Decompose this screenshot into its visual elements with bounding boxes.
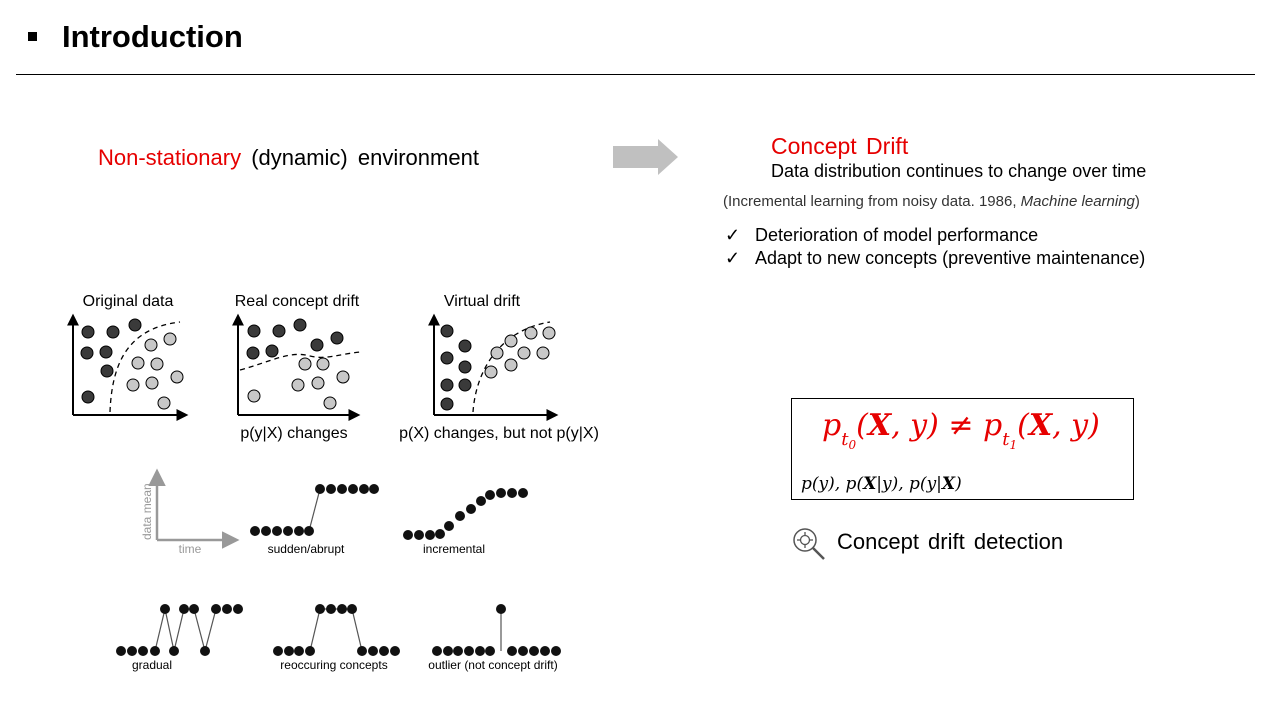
pattern-label: sudden/abrupt — [268, 542, 345, 556]
panel-original-points — [80, 318, 184, 410]
check-item: ✓ Adapt to new concepts (preventive maint… — [725, 246, 1145, 270]
reference-journal: Machine learning — [1020, 193, 1135, 210]
time-mean-axes — [148, 468, 240, 549]
reference-suffix: ) — [1134, 193, 1140, 210]
title-bullet — [28, 32, 37, 41]
non-stationary-label: Non-stationary — [98, 145, 242, 170]
check-item-label: Adapt to new concepts (preventive mainte… — [755, 248, 1146, 268]
pattern-label: outlier (not concept drift) — [428, 658, 557, 672]
formula-box — [791, 398, 1134, 500]
drift-types-figure: Original data Real concept drift Virtual… — [67, 293, 599, 442]
drift-patterns-figure: data mean time sudden/abrupt incremental… — [116, 468, 561, 672]
magnifier-icon — [793, 528, 825, 560]
concept-drift-subtitle: Data distribution continues to change ov… — [771, 161, 1147, 181]
reference-citation: (Incremental learning from noisy data. 1… — [723, 192, 1140, 212]
panel-title: Real concept drift — [235, 293, 360, 310]
reference-prefix: (Incremental learning from noisy data. 1… — [723, 193, 1021, 210]
formula-main: pt0(X, y) ≠ pt1(X, y) — [822, 408, 1100, 452]
drift-detection-label: Concept drift detection — [837, 529, 1064, 554]
check-icon: ✓ — [725, 225, 741, 245]
pattern-incremental — [403, 488, 528, 540]
panel-title: Virtual drift — [444, 293, 521, 310]
page-title: Introduction — [62, 19, 243, 54]
pattern-label: incremental — [423, 542, 485, 556]
axis-x-label: time — [179, 542, 202, 556]
title-divider — [16, 74, 1255, 75]
check-item-label: Deterioration of model performance — [755, 225, 1039, 245]
panel-caption: p(X) changes, but not p(y|X) — [399, 425, 599, 442]
panel-caption: p(y|X) changes — [240, 425, 347, 442]
pattern-label: reoccuring concepts — [280, 658, 387, 672]
panel-real-drift-points — [246, 318, 350, 410]
check-icon: ✓ — [725, 248, 741, 268]
pattern-reoccuring — [273, 604, 400, 656]
axis-y-label: data mean — [140, 483, 154, 540]
right-arrow-icon — [613, 139, 678, 175]
panel-virtual-drift-axes — [428, 313, 559, 421]
pattern-sudden — [250, 484, 379, 536]
panel-real-drift-axes — [232, 313, 361, 421]
pattern-gradual — [116, 604, 243, 656]
pattern-label: gradual — [132, 658, 172, 672]
dynamic-environment-label: (dynamic) environment — [241, 145, 479, 170]
formula-sub: p(y), p(X|y), p(y|X) — [801, 474, 962, 494]
panel-original-axes — [67, 313, 189, 421]
environment-heading: Non-stationary (dynamic) environment — [98, 143, 479, 173]
panel-title: Original data — [83, 293, 174, 310]
panel-virtual-drift-points — [440, 324, 556, 411]
concept-drift-title: Concept Drift — [771, 133, 909, 159]
pattern-outlier — [432, 604, 561, 656]
check-item: ✓ Deterioration of model performance — [725, 223, 1038, 247]
